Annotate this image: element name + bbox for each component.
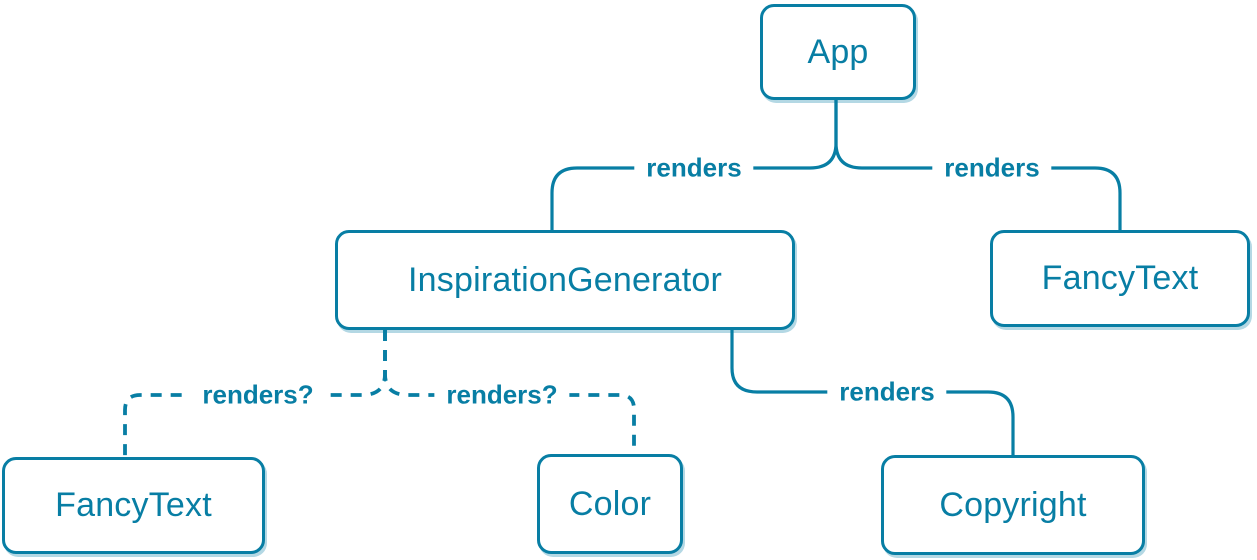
node-fancy-text-bottom: FancyText — [2, 457, 265, 554]
node-inspiration-generator: InspirationGenerator — [335, 230, 795, 330]
node-color: Color — [537, 454, 683, 554]
node-fancy-text-top: FancyText — [990, 230, 1250, 327]
edge-label-renders-fancy-text-top: renders — [932, 154, 1052, 183]
node-app: App — [760, 4, 916, 100]
edge-label-renders-inspiration-generator: renders — [634, 154, 754, 183]
node-copyright: Copyright — [881, 455, 1145, 555]
edge-label-renders-copyright: renders — [827, 378, 947, 407]
edge-label-renders-fancy-text-bottom: renders? — [190, 381, 326, 410]
edge-label-renders-color: renders? — [434, 381, 570, 410]
